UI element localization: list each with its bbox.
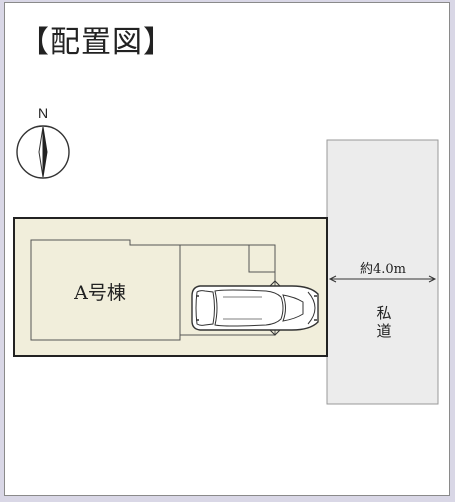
car-icon (191, 280, 319, 336)
road-width-dimension (328, 275, 437, 283)
road-width-label: 約4.0m (360, 262, 406, 277)
north-compass-icon (16, 125, 70, 179)
private-road (326, 139, 439, 405)
utility-box (248, 244, 276, 273)
page-title: 【配置図】 (19, 25, 174, 60)
road-label-line2: 道 (376, 322, 391, 340)
road-label-line1: 私 (376, 304, 391, 322)
compass-north-label: N (38, 105, 48, 121)
building-a-label: A号棟 (73, 282, 126, 304)
